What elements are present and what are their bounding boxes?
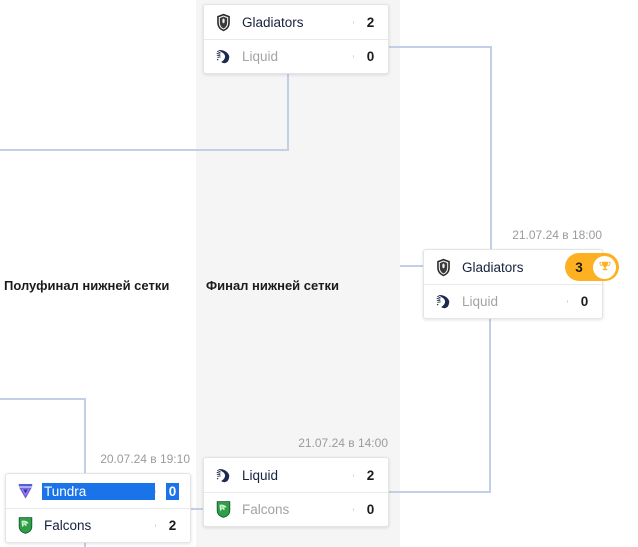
- team-score: 0: [567, 294, 602, 309]
- score-value: 2: [366, 14, 375, 30]
- score-divider: [567, 300, 568, 303]
- liquid-logo: [436, 295, 450, 309]
- match-row[interactable]: Liquid 0: [204, 39, 388, 73]
- match-row[interactable]: Gladiators 2: [204, 5, 388, 39]
- team-name: Falcons: [242, 502, 290, 517]
- match-row[interactable]: Falcons 0: [204, 492, 388, 526]
- falcons-logo: [18, 517, 33, 534]
- match-row[interactable]: Tundra 0: [6, 474, 190, 508]
- match-row[interactable]: Liquid 0: [424, 284, 602, 318]
- score-value: 0: [580, 294, 589, 309]
- match-time: 21.07.24 в 18:00: [512, 228, 602, 242]
- connector-lb-left-vertical: [84, 398, 86, 547]
- match-card-ub-final[interactable]: Gladiators 2 Liquid 0: [203, 4, 389, 74]
- connector-ub-final-out-horizontal: [388, 46, 492, 48]
- match-row[interactable]: Falcons 2: [6, 508, 190, 542]
- connector-ub-incoming-vertical: [287, 73, 289, 151]
- liquid-logo: [216, 50, 230, 64]
- score-divider: [353, 508, 354, 511]
- score-value: 0: [366, 49, 375, 64]
- connector-lb-semi-lower-out: [191, 508, 205, 510]
- team-name: Liquid: [242, 467, 279, 483]
- connector-ub-final-out-vertical: [490, 46, 492, 266]
- liquid-logo: [216, 468, 230, 482]
- team-score: 0: [155, 482, 190, 500]
- connector-into-lb-final-top: [400, 265, 424, 267]
- round-label-lb-final: Финал нижней сетки: [206, 278, 339, 293]
- score-value: 2: [366, 467, 375, 483]
- connector-lb-left-horizontal: [0, 398, 86, 400]
- score-value: 0: [366, 502, 375, 517]
- team-name: Liquid: [462, 294, 499, 309]
- team-score: 0: [353, 502, 388, 517]
- trophy-icon: [593, 255, 616, 279]
- match-time: 20.07.24 в 19:10: [100, 452, 190, 466]
- team-score: 2: [155, 518, 190, 533]
- winner-badge: 3: [565, 253, 619, 281]
- score-divider: [155, 524, 156, 527]
- match-card-lb-semi-upper[interactable]: 21.07.24 в 14:00 Liquid 2 Falcons: [203, 436, 389, 527]
- match-row[interactable]: Liquid 2: [204, 458, 388, 492]
- gladiators-logo: [217, 13, 230, 31]
- tundra-logo: [18, 483, 33, 499]
- match-card-lb-semi-lower[interactable]: 20.07.24 в 19:10 Tundra 0 Falcons: [5, 452, 191, 543]
- score-value: 2: [168, 518, 177, 533]
- round-column-lb-final: [196, 0, 400, 547]
- score-value: 0: [165, 482, 180, 500]
- match-card-lb-final[interactable]: 21.07.24 в 18:00 Gladiators 3: [423, 228, 619, 319]
- team-name: Gladiators: [242, 14, 304, 30]
- team-name: Falcons: [44, 518, 92, 533]
- round-label-lb-semifinal: Полуфинал нижней сетки: [4, 278, 170, 293]
- score-divider: [155, 489, 156, 493]
- team-score: 2: [353, 468, 388, 483]
- connector-lb-semi-out-horizontal: [389, 491, 490, 493]
- match-time: 21.07.24 в 14:00: [298, 436, 388, 450]
- falcons-logo: [216, 501, 231, 518]
- score-value: 3: [575, 259, 583, 275]
- team-name: Liquid: [242, 49, 279, 64]
- gladiators-logo: [437, 258, 450, 276]
- team-name: Tundra: [42, 482, 155, 500]
- connector-lb-semi-out-vertical: [489, 299, 491, 493]
- team-name: Gladiators: [462, 259, 524, 275]
- score-divider: [353, 473, 354, 477]
- team-score: 2: [353, 15, 388, 30]
- score-divider: [353, 55, 354, 58]
- team-score: 0: [353, 49, 388, 64]
- connector-ub-incoming-horizontal: [0, 149, 289, 151]
- match-row[interactable]: Gladiators 3: [424, 250, 619, 284]
- score-divider: [353, 20, 354, 24]
